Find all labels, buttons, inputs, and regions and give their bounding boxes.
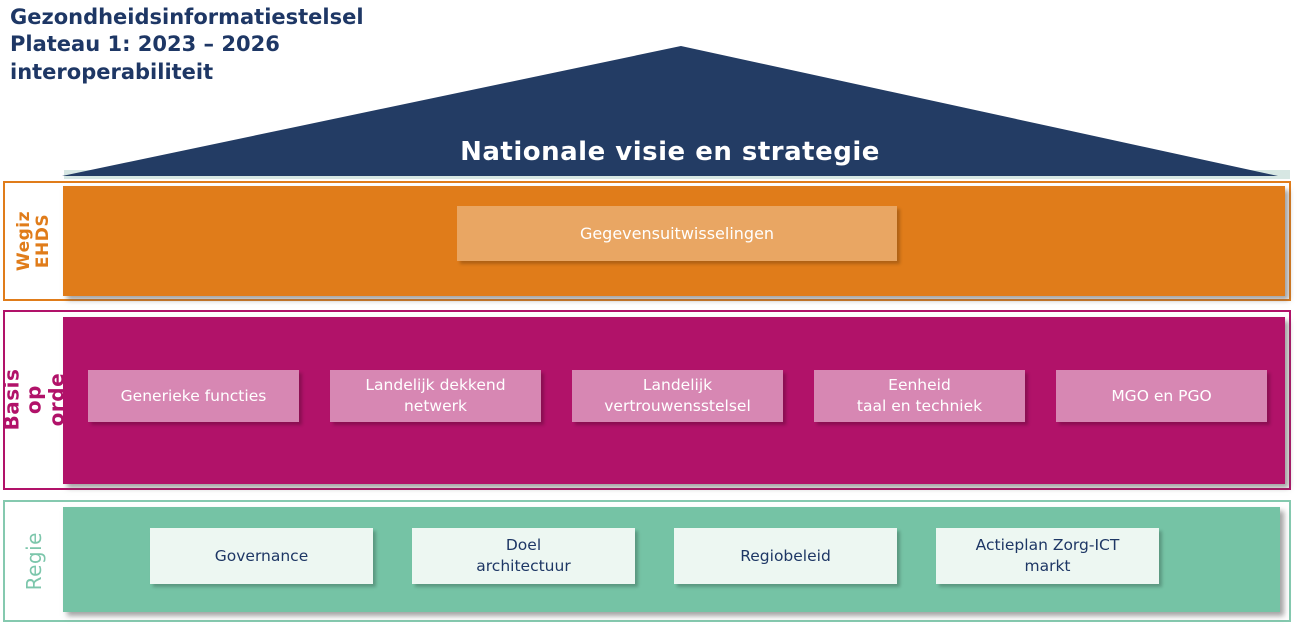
box-doel-architectuur: Doel architectuur [412,528,635,584]
box-landelijk-vertrouwensstelsel: Landelijk vertrouwensstelsel [572,370,783,422]
band-basis-fill: Generieke functies Landelijk dekkend net… [63,317,1285,484]
roof-label: Nationale visie en strategie [460,137,880,167]
band-regie-fill: Governance Doel architectuur Regiobeleid… [63,507,1280,612]
page-title: Gezondheidsinformatiestelsel Plateau 1: … [10,4,440,86]
box-landelijk-dekkend-netwerk: Landelijk dekkend netwerk [330,370,541,422]
box-mgo-en-pgo: MGO en PGO [1056,370,1267,422]
band-regie-side-label: Regie [5,502,63,620]
band-regie-side-label-text: Regie [21,531,46,591]
page-title-line-3: interoperabiliteit [10,59,214,84]
band-wegiz-ehds: Wegiz EHDS Gegevensuitwisselingen [3,181,1291,301]
box-governance: Governance [150,528,373,584]
box-generieke-functies: Generieke functies [88,370,299,422]
band-wegiz-fill: Gegevensuitwisselingen [63,186,1285,296]
page-title-line-1: Gezondheidsinformatiestelsel [10,5,364,29]
band-regie: Regie Governance Doel architectuur Regio… [3,500,1291,622]
band-basis-op-orde: Basis op orde Generieke functies Landeli… [0,310,1291,490]
box-eenheid-taal-en-techniek: Eenheid taal en techniek [814,370,1025,422]
page-title-line-2: Plateau 1: 2023 – 2026 [10,32,280,57]
box-actieplan-zorg-ict-markt: Actieplan Zorg-ICT markt [936,528,1159,584]
band-basis-side-label-text: Basis op orde [0,369,69,431]
box-regiobeleid: Regiobeleid [674,528,897,584]
band-basis-side-label: Basis op orde [0,312,68,488]
band-wegiz-side-label-text: Wegiz EHDS [13,210,54,272]
band-wegiz-side-label: Wegiz EHDS [5,183,63,299]
box-gegevensuitwisselingen: Gegevensuitwisselingen [457,206,897,261]
